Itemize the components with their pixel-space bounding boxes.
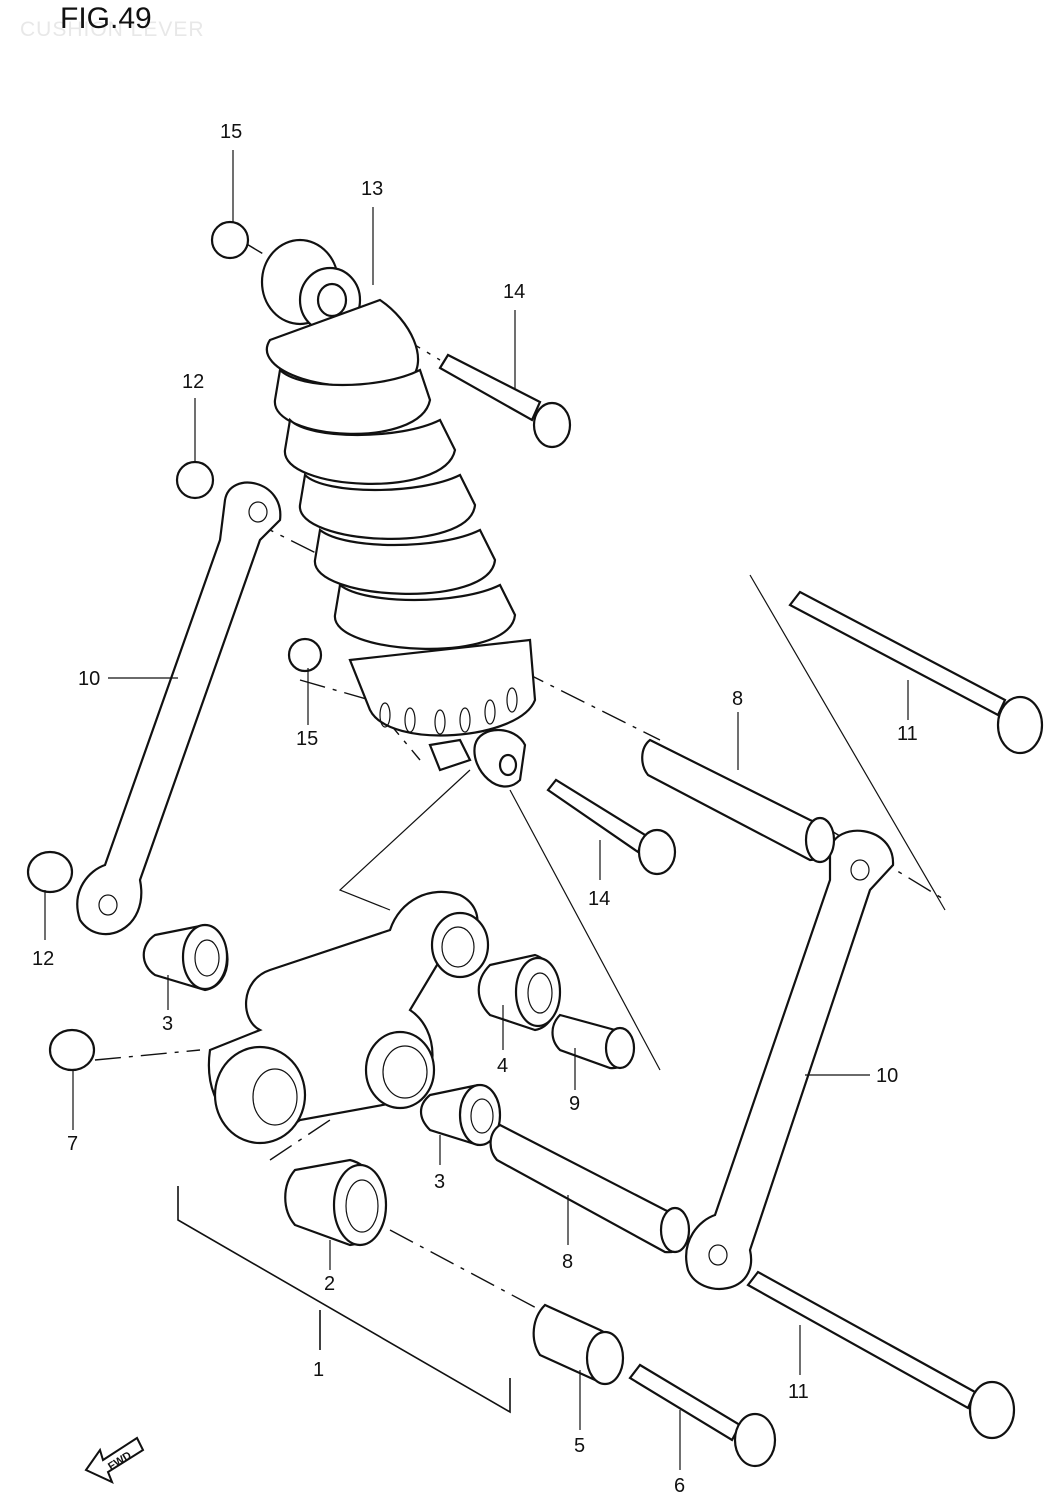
fwd-arrow-icon: FWD [84, 1436, 145, 1484]
label-7: 7 [67, 1133, 78, 1155]
label-6: 6 [674, 1475, 685, 1497]
label-15-mid: 15 [296, 728, 318, 750]
label-5: 5 [574, 1435, 585, 1457]
label-8-bottom: 8 [562, 1251, 573, 1273]
label-11-bottom: 11 [788, 1381, 809, 1403]
lever-rod-left [76, 481, 282, 936]
bolts [438, 353, 1044, 1468]
label-2: 2 [324, 1273, 335, 1295]
label-9: 9 [569, 1093, 580, 1115]
part-1-bracket [177, 1186, 511, 1414]
label-11-top: 11 [897, 723, 918, 745]
shock-absorber [260, 238, 537, 788]
label-14-top: 14 [503, 281, 525, 303]
lever-rod-right [685, 829, 895, 1291]
label-12-bottom: 12 [32, 948, 54, 970]
label-1: 1 [313, 1359, 324, 1381]
part-labels: 15 13 14 12 10 15 8 11 14 12 3 4 9 10 7 … [32, 121, 918, 1497]
label-14-bottom: 14 [588, 888, 610, 910]
figure-title: FIG.49 [60, 2, 152, 35]
label-13: 13 [361, 178, 383, 200]
collars [142, 738, 836, 1386]
figure-subtitle: CUSHION LEVER [20, 18, 205, 41]
label-12-top: 12 [182, 371, 204, 393]
label-10-right: 10 [876, 1065, 898, 1087]
label-3-top: 3 [162, 1013, 173, 1035]
label-3-bottom: 3 [434, 1171, 445, 1193]
label-10-left: 10 [78, 668, 100, 690]
nuts [26, 220, 323, 1072]
leader-lines [44, 150, 909, 1470]
label-4: 4 [497, 1055, 508, 1077]
cushion-lever [207, 890, 490, 1145]
label-8-top: 8 [732, 688, 743, 710]
label-15-top: 15 [220, 121, 242, 143]
